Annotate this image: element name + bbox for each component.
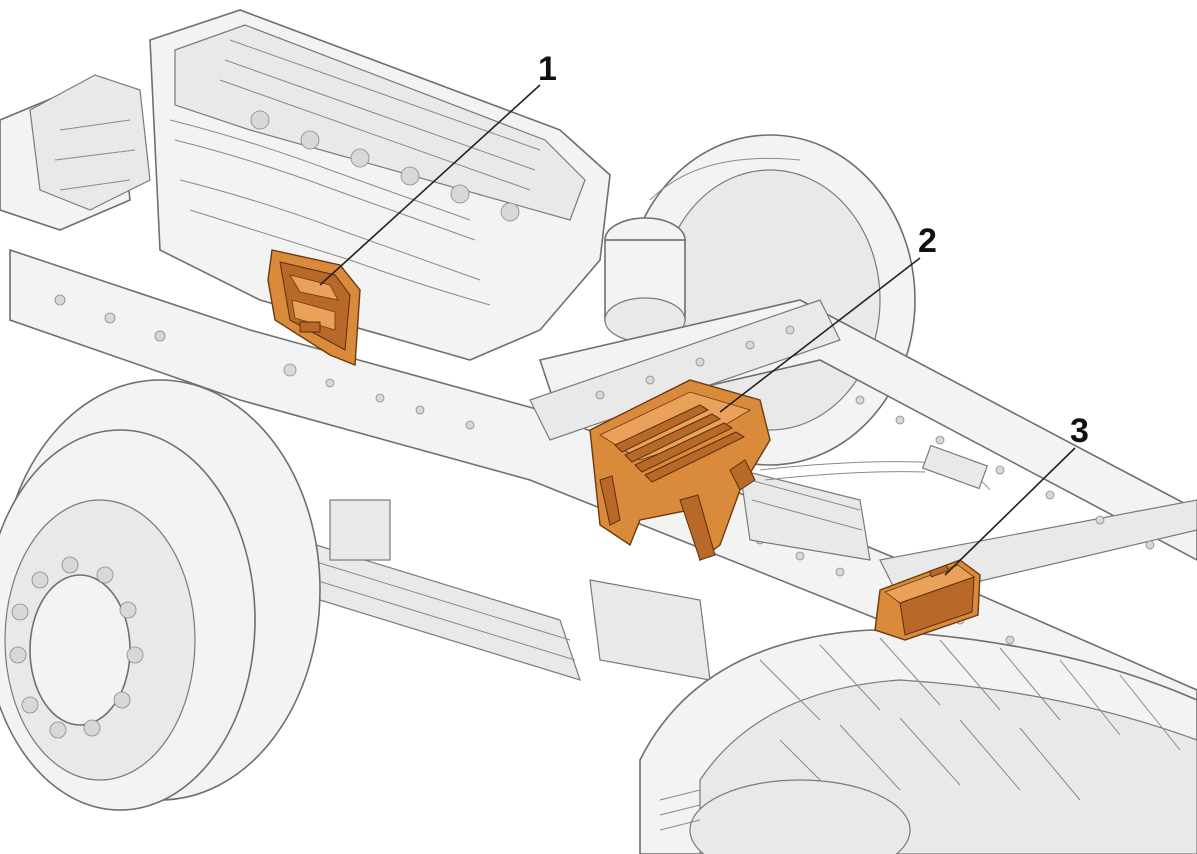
leader-lines (319, 84, 1076, 576)
front-left-wheel (0, 379, 321, 811)
wheel-lug-nuts (9, 556, 144, 739)
callout-label-3: 3 (1070, 412, 1089, 450)
front-suspension (299, 499, 711, 681)
frame-holes (54, 294, 1165, 705)
leader-line-3 (944, 447, 1076, 576)
tire-tread (759, 637, 1181, 801)
component-2-central-module (589, 379, 771, 562)
module-ribs (614, 404, 746, 483)
fan-assembly (0, 74, 151, 231)
component-1-engine-control-unit (267, 249, 361, 367)
rear-dual-wheels (639, 629, 1197, 854)
component-3-rear-control-box (874, 559, 981, 641)
intake-pipes (169, 119, 491, 306)
filter-canister (604, 217, 686, 343)
engine-block (149, 9, 611, 361)
rear-axle-housing (739, 469, 871, 561)
callout-label-2: 2 (918, 222, 937, 260)
leader-line-2 (719, 257, 921, 413)
injector-studs (250, 110, 520, 222)
callout-label-1: 1 (538, 50, 557, 88)
leader-line-1 (319, 84, 541, 286)
wiring-harness (759, 444, 991, 491)
